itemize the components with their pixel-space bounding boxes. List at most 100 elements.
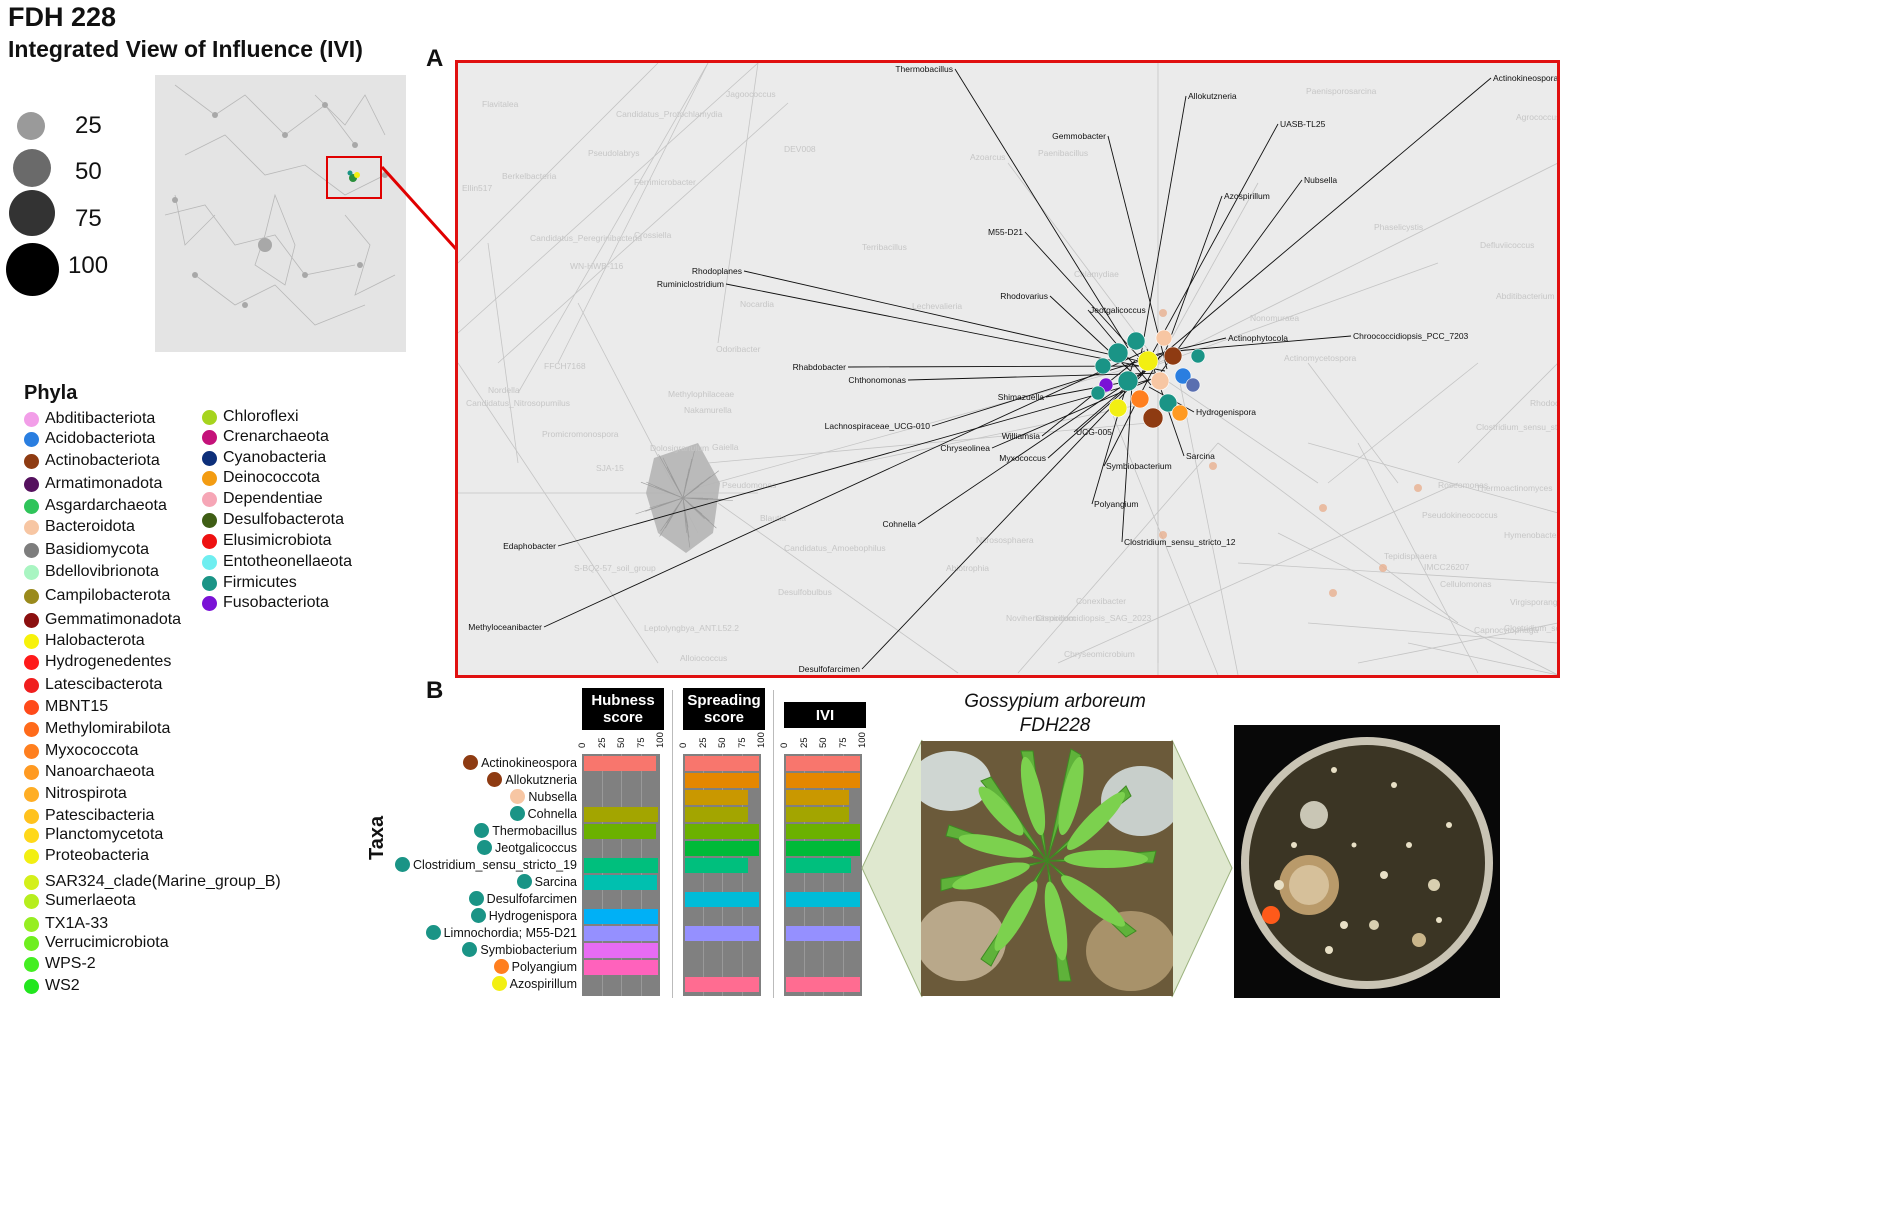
phylum-legend-item: Entotheonellaeota: [202, 553, 352, 571]
label-leader-line: [557, 376, 1160, 547]
axis-tick-label: 75: [635, 737, 647, 748]
highlighted-node-label: Ruminiclostridium: [657, 279, 724, 289]
phylum-label: Asgardarchaeota: [45, 497, 167, 514]
phylum-legend-item: Verrucimicrobiota: [24, 934, 169, 952]
score-bar: [584, 807, 658, 822]
highlighted-node-label: Shimazuella: [998, 392, 1045, 402]
score-bar: [685, 977, 759, 992]
phylum-color-dot: [202, 470, 217, 486]
phylum-color-dot: [202, 409, 217, 425]
highlighted-node-label: Actinokineospora: [1493, 73, 1557, 83]
score-bar: [685, 926, 759, 941]
label-leader-line: [543, 350, 1146, 628]
phylum-label: Nitrospirota: [45, 785, 127, 802]
network-node: [1185, 377, 1201, 393]
faded-node-label: S-BQ2-57_soil_group: [574, 563, 656, 573]
phylum-label: Desulfobacterota: [223, 511, 344, 528]
faded-node-label: Crossiella: [634, 230, 672, 240]
highlighted-node-label: Myxococcus: [999, 453, 1046, 463]
phylum-label: Acidobacteriota: [45, 430, 156, 447]
phylum-color-dot: [24, 721, 39, 737]
score-bar: [786, 824, 860, 839]
phylum-legend-item: Campilobacterota: [24, 587, 170, 605]
phylum-color-dot: [24, 893, 39, 909]
faded-node-label: Terribacillus: [862, 242, 907, 252]
faded-node-label: Agrococcus: [1516, 112, 1557, 122]
label-leader-line: [1153, 77, 1492, 363]
faded-node-label: Ellin517: [462, 183, 493, 193]
phylum-legend-item: Latescibacterota: [24, 676, 162, 694]
taxon-label-row: Sarcina: [516, 874, 577, 889]
taxon-label-row: Nubsella: [510, 789, 577, 804]
phylum-label: Patescibacteria: [45, 807, 155, 824]
phylum-legend-item: Myxococcota: [24, 742, 138, 760]
score-bar: [786, 773, 860, 788]
taxon-phylum-dot: [462, 942, 478, 957]
faded-node-label: Capnocytophaga: [1474, 625, 1539, 635]
size-label-50: 50: [75, 158, 102, 185]
taxon-phylum-dot: [491, 976, 507, 991]
phylum-label: Bacteroidota: [45, 518, 135, 535]
phylum-color-dot: [24, 476, 39, 492]
phylum-label: Basidiomycota: [45, 541, 150, 558]
taxon-phylum-dot: [470, 908, 486, 923]
network-node: [1159, 309, 1167, 317]
score-bar: [786, 790, 849, 805]
size-label-25: 25: [75, 112, 102, 139]
phylum-color-dot: [202, 491, 217, 507]
size-circle-100: [6, 243, 59, 296]
highlighted-node-label: Hydrogenispora: [1196, 407, 1256, 417]
phylum-label: Hydrogenedentes: [45, 653, 172, 670]
label-leader-line: [1024, 231, 1140, 358]
photo-connector-graphic: [861, 739, 1233, 998]
highlighted-node-label: M55-D21: [988, 227, 1023, 237]
phylum-legend-item: Patescibacteria: [24, 807, 154, 825]
grid-line: [722, 754, 723, 996]
faded-node-label: Noviherbaspirillum: [1006, 613, 1076, 623]
score-bar: [786, 977, 860, 992]
axis-tick-label: 50: [717, 737, 728, 748]
phylum-color-dot: [24, 743, 39, 759]
phylum-label: Campilobacterota: [45, 587, 171, 604]
phylum-color-dot: [202, 554, 217, 570]
faded-node-label: IMCC26207: [1424, 562, 1470, 572]
network-node: [1209, 462, 1217, 470]
overview-network-graphic: [164, 84, 396, 326]
y-axis-label: Taxa: [366, 815, 388, 860]
species-name: Gossypium arboreum: [964, 691, 1146, 712]
faded-node-labels: FlavitaleaJagoococcusCandidatus_Protochl…: [462, 86, 1557, 663]
label-leader-line: [1121, 383, 1133, 543]
faded-node-label: Roseomonas: [1438, 480, 1488, 490]
network-node: [1379, 564, 1387, 572]
phylum-color-dot: [24, 411, 39, 427]
phylum-color-dot: [24, 978, 39, 994]
score-bar: [786, 807, 849, 822]
phylum-legend-item: WPS-2: [24, 955, 96, 973]
phylum-legend-item: Actinobacteriota: [24, 452, 160, 470]
faded-node-label: Conexibacter: [1076, 596, 1126, 606]
taxon-label-row: Azospirillum: [491, 976, 577, 991]
highlighted-node-label: Chthonomonas: [848, 375, 906, 385]
taxon-label: Sarcina: [534, 874, 577, 889]
score-panel-header: IVI: [784, 702, 866, 728]
score-bar: [786, 858, 852, 873]
highlighted-node-label: Desulfofarcimen: [799, 664, 861, 674]
highlighted-node-label: UCG-005: [1076, 427, 1112, 437]
grid-line: [741, 754, 743, 996]
phylum-legend-item: Abditibacteriota: [24, 410, 155, 428]
phylum-legend-item: Acidobacteriota: [24, 430, 155, 448]
phylum-legend-item: Fusobacteriota: [202, 594, 329, 612]
phylum-label: Methylomirabilota: [45, 720, 171, 737]
network-node: [1126, 331, 1146, 351]
highlighted-node-label: Thermobacillus: [895, 64, 953, 74]
score-bar: [786, 926, 860, 941]
score-bar: [786, 892, 860, 907]
score-bar: [584, 960, 658, 975]
phylum-label: Deinococcota: [223, 469, 320, 486]
phylum-legend-item: Sumerlaeota: [24, 892, 136, 910]
taxon-label: Jeotgalicoccus: [495, 840, 577, 855]
phylum-label: Fusobacteriota: [223, 594, 329, 611]
highlighted-node-label: Chroococcidiopsis_PCC_7203: [1353, 331, 1469, 341]
score-bar: [584, 909, 658, 924]
phylum-label: Bdellovibrionota: [45, 563, 159, 580]
